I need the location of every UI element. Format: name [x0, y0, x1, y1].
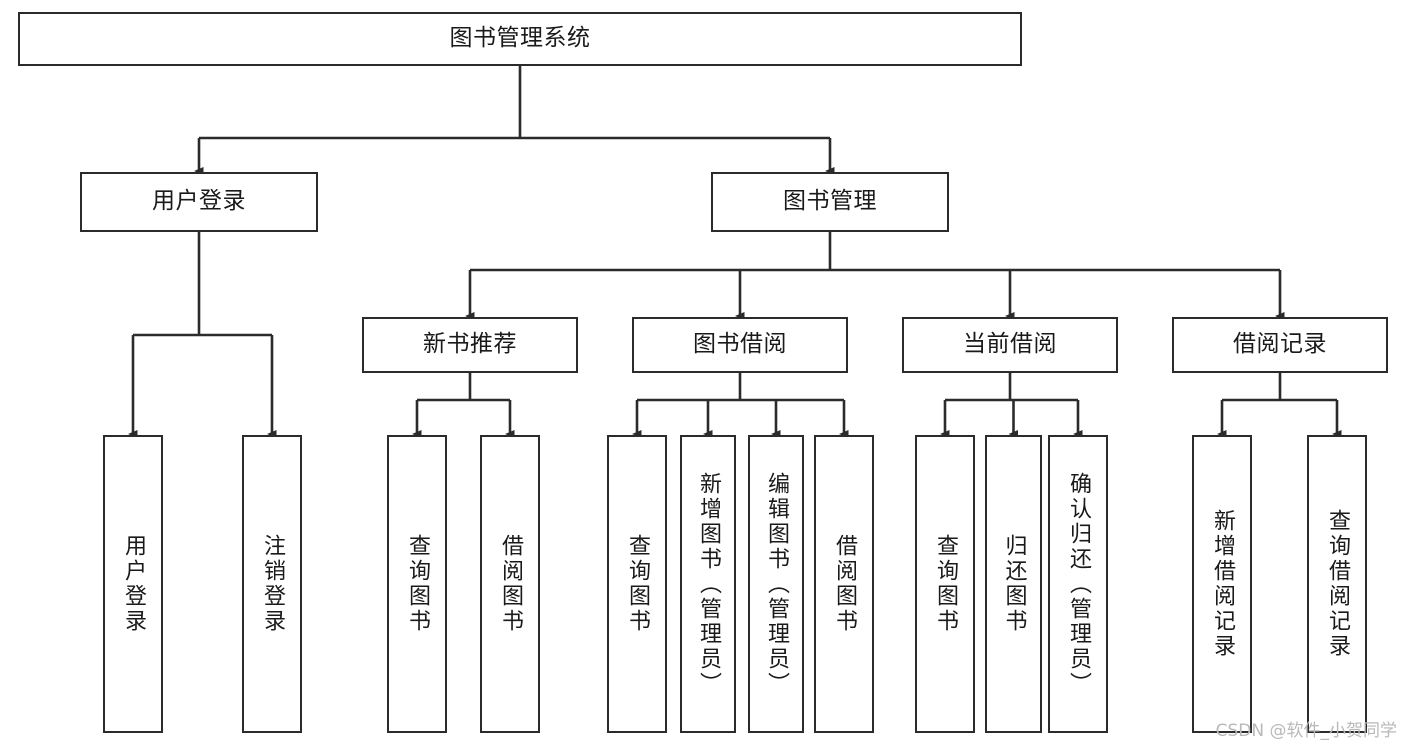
node-leaf-logout-label: 注销登录 — [259, 534, 285, 634]
node-leaf-add-record[interactable]: 新增借阅记录 — [1192, 435, 1252, 733]
node-leaf-logout[interactable]: 注销登录 — [242, 435, 302, 733]
node-leaf-borrow-book-2-label: 借阅图书 — [831, 534, 857, 634]
node-leaf-confirm-return-label: 确认归还（管理员） — [1065, 471, 1091, 697]
node-borrow-record-label: 借阅记录 — [1233, 331, 1327, 358]
node-leaf-query-record-label: 查询借阅记录 — [1324, 509, 1350, 659]
node-current-borrow-label: 当前借阅 — [963, 331, 1057, 358]
node-leaf-edit-book-label: 编辑图书（管理员） — [763, 471, 789, 697]
node-leaf-confirm-return[interactable]: 确认归还（管理员） — [1048, 435, 1108, 733]
node-leaf-return-book[interactable]: 归还图书 — [985, 435, 1042, 733]
node-leaf-query-book-1-label: 查询图书 — [404, 534, 430, 634]
node-leaf-user-login[interactable]: 用户登录 — [103, 435, 163, 733]
node-leaf-borrow-book-2[interactable]: 借阅图书 — [814, 435, 874, 733]
node-new-book-rec[interactable]: 新书推荐 — [362, 317, 578, 373]
node-leaf-add-book-label: 新增图书（管理员） — [695, 471, 721, 697]
node-book-manage[interactable]: 图书管理 — [711, 172, 949, 232]
node-root[interactable]: 图书管理系统 — [18, 12, 1022, 66]
node-leaf-edit-book[interactable]: 编辑图书（管理员） — [748, 435, 804, 733]
node-leaf-borrow-book-1-label: 借阅图书 — [497, 534, 523, 634]
node-leaf-query-book-3[interactable]: 查询图书 — [915, 435, 975, 733]
node-leaf-add-book[interactable]: 新增图书（管理员） — [680, 435, 736, 733]
node-leaf-query-book-2[interactable]: 查询图书 — [607, 435, 667, 733]
node-current-borrow[interactable]: 当前借阅 — [902, 317, 1118, 373]
node-leaf-borrow-book-1[interactable]: 借阅图书 — [480, 435, 540, 733]
csdn-watermark: CSDN @软件_小贺同学 — [1215, 721, 1397, 741]
node-leaf-query-record[interactable]: 查询借阅记录 — [1307, 435, 1367, 733]
node-user-login-label: 用户登录 — [152, 188, 246, 215]
node-leaf-return-book-label: 归还图书 — [1001, 534, 1027, 634]
node-book-borrow-label: 图书借阅 — [693, 331, 787, 358]
node-leaf-add-record-label: 新增借阅记录 — [1209, 509, 1235, 659]
node-root-label: 图书管理系统 — [449, 25, 591, 52]
node-book-borrow[interactable]: 图书借阅 — [632, 317, 848, 373]
node-leaf-query-book-3-label: 查询图书 — [932, 534, 958, 634]
node-user-login[interactable]: 用户登录 — [80, 172, 318, 232]
node-new-book-rec-label: 新书推荐 — [423, 331, 517, 358]
node-leaf-query-book-1[interactable]: 查询图书 — [387, 435, 447, 733]
node-book-manage-label: 图书管理 — [783, 188, 877, 215]
node-leaf-user-login-label: 用户登录 — [120, 534, 146, 634]
node-leaf-query-book-2-label: 查询图书 — [624, 534, 650, 634]
node-borrow-record[interactable]: 借阅记录 — [1172, 317, 1388, 373]
